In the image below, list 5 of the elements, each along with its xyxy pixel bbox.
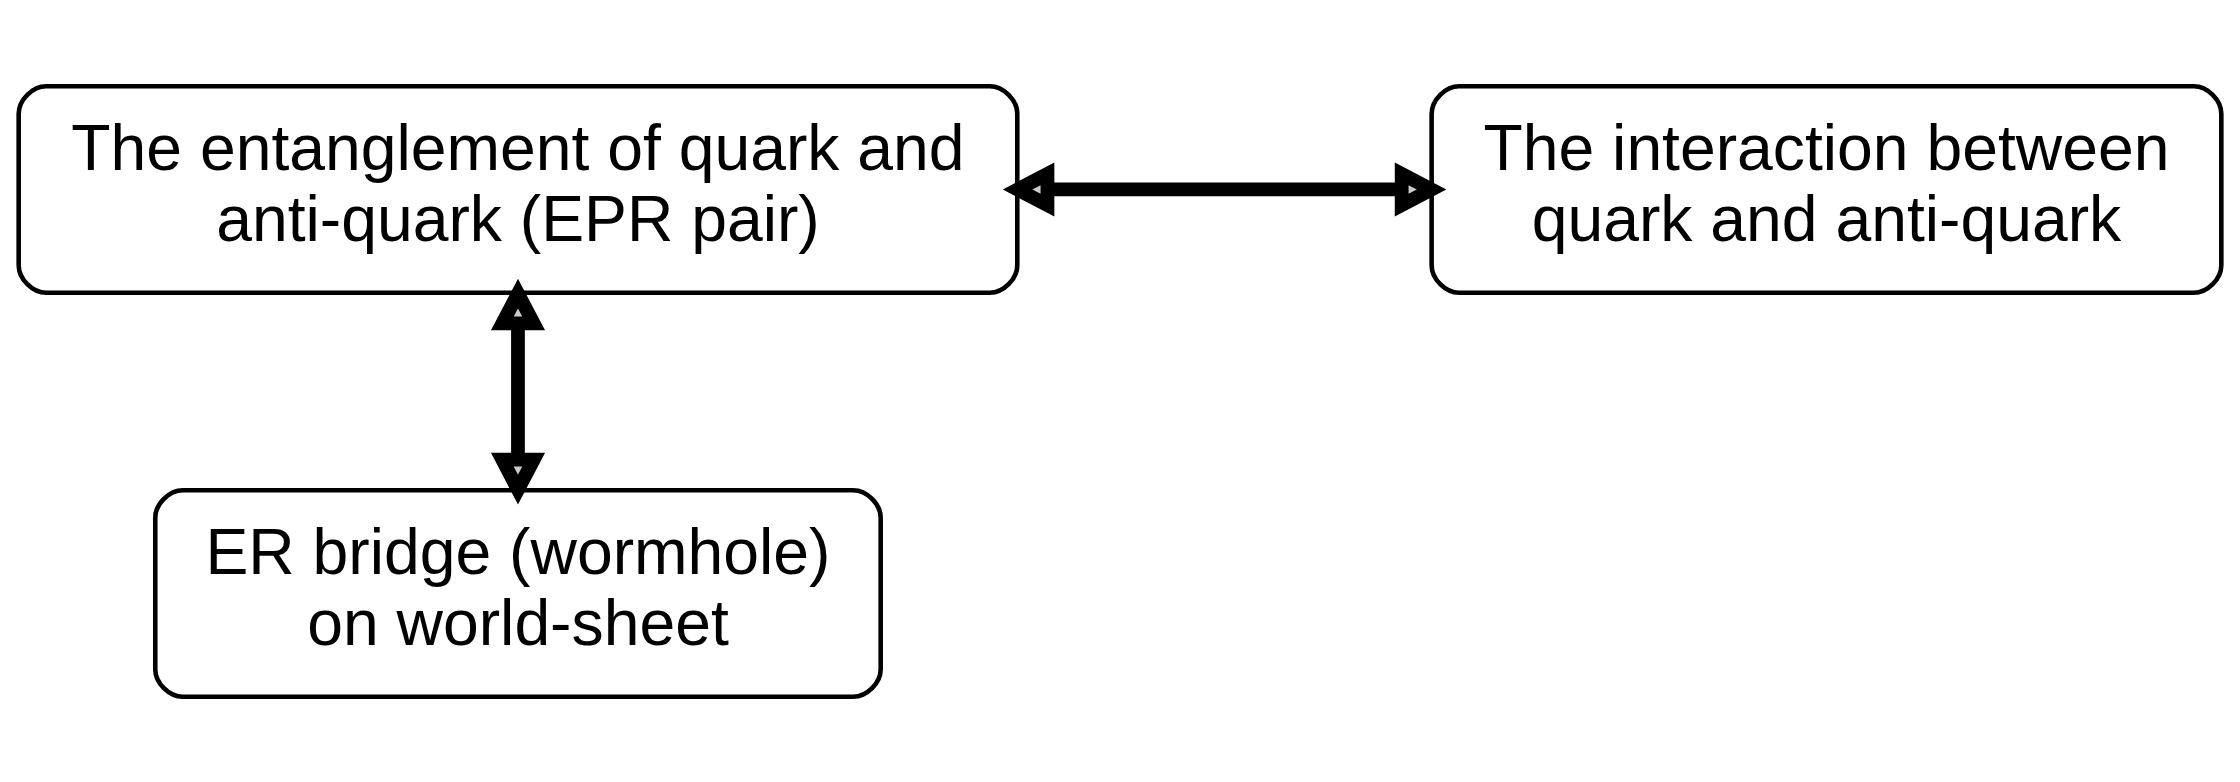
node-box: The entanglement of quark and anti-quark (EPR pair) xyxy=(16,83,1020,295)
node-box: The interaction between quark and anti-quark xyxy=(1429,83,2224,295)
node-box: ER bridge (wormhole) on world-sheet xyxy=(152,487,883,699)
arrow xyxy=(1002,161,1447,217)
arrow xyxy=(490,278,546,504)
